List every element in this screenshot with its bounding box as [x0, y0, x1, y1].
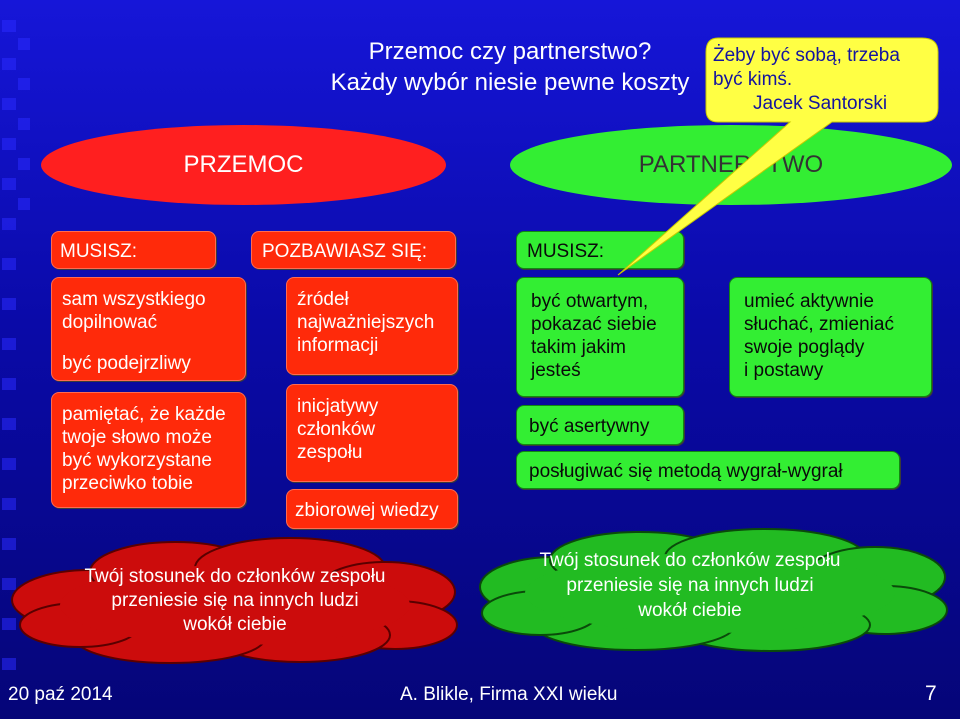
- item-line: słuchać, zmieniać: [744, 314, 894, 335]
- przemoc-label: PRZEMOC: [183, 151, 304, 178]
- item-line: sam wszystkiego: [62, 289, 206, 310]
- item-line: być otwartym,: [531, 291, 649, 312]
- footer-author: A. Blikle, Firma XXI wieku: [400, 684, 618, 705]
- decorative-squares: [2, 20, 30, 670]
- item-line: być asertywny: [529, 416, 650, 437]
- footer-date: 20 paź 2014: [8, 684, 113, 705]
- deprive-item-1: źródeł najważniejszych informacji: [286, 277, 458, 375]
- quote-author: Jacek Santorski: [753, 93, 888, 114]
- item-line: być wykorzystane: [62, 450, 212, 471]
- quote-callout: Żeby być sobą, trzeba być kimś. Jacek Sa…: [713, 44, 938, 116]
- left-must-item-2: być podejrzliwy: [62, 353, 191, 374]
- item-line: twoje słowo może: [62, 427, 212, 448]
- right-item-2: umieć aktywnie słuchać, zmieniać swoje p…: [729, 277, 932, 397]
- green-cloud-shape: [479, 528, 948, 652]
- quote-line-2: być kimś.: [713, 69, 793, 90]
- left-must-item-1: sam wszystkiego dopilnować być podejrzli…: [51, 277, 246, 381]
- item-line: zbiorowej wiedzy: [295, 500, 439, 521]
- footer-page-number: 7: [925, 682, 937, 705]
- cloud-line: przeniesie się na innych ludzi: [111, 590, 359, 611]
- cloud-line: Twój stosunek do członków zespołu: [539, 550, 841, 571]
- deprive-label: POZBAWIASZ SIĘ:: [251, 231, 456, 269]
- title-line-1: Przemoc czy partnerstwo?: [368, 38, 652, 65]
- right-item-4: posługiwać się metodą wygrał-wygrał: [516, 451, 900, 489]
- title-line-2: Każdy wybór niesie pewne koszty: [330, 69, 690, 96]
- item-line: posługiwać się metodą wygrał-wygrał: [529, 461, 843, 482]
- left-must-item-3: pamiętać, że każde twoje słowo może być …: [51, 392, 246, 508]
- item-line: jesteś: [531, 360, 581, 381]
- cloud-line: przeniesie się na innych ludzi: [566, 575, 814, 596]
- green-cloud-text: Twój stosunek do członków zespołu przeni…: [505, 548, 875, 623]
- right-item-3: być asertywny: [516, 405, 684, 445]
- quote-line-1: Żeby być sobą, trzeba: [713, 45, 900, 66]
- deprive-item-2: inicjatywy członków zespołu: [286, 384, 458, 482]
- right-must-label: MUSISZ:: [516, 231, 684, 269]
- slide-title: Przemoc czy partnerstwo? Każdy wybór nie…: [300, 36, 720, 98]
- item-line: najważniejszych: [297, 312, 435, 333]
- red-cloud-text: Twój stosunek do członków zespołu przeni…: [40, 565, 430, 637]
- item-line: swoje poglądy: [744, 337, 865, 358]
- left-must-text: MUSISZ:: [60, 241, 138, 262]
- item-line: takim jakim: [531, 337, 627, 358]
- item-line: członków: [297, 419, 376, 440]
- item-line: inicjatywy: [297, 396, 379, 417]
- item-line: zespołu: [297, 442, 363, 463]
- item-line: i postawy: [744, 360, 824, 381]
- cloud-line: wokół ciebie: [638, 600, 742, 621]
- item-line: informacji: [297, 335, 379, 356]
- item-line: przeciwko tobie: [62, 473, 193, 494]
- partnerstwo-label: PARTNERSTWO: [638, 151, 824, 178]
- red-cloud-shape: [11, 537, 458, 664]
- deprive-text: POZBAWIASZ SIĘ:: [262, 241, 428, 262]
- item-line: umieć aktywnie: [744, 291, 874, 312]
- right-must-text: MUSISZ:: [527, 241, 605, 262]
- item-line: pamiętać, że każde: [62, 404, 226, 425]
- quote-callout-shape: [617, 37, 939, 276]
- item-line: pokazać siebie: [531, 314, 657, 335]
- left-must-label: MUSISZ:: [51, 231, 216, 269]
- right-item-1: być otwartym, pokazać siebie takim jakim…: [516, 277, 684, 397]
- cloud-line: wokół ciebie: [183, 614, 287, 635]
- item-line: dopilnować: [62, 312, 158, 333]
- przemoc-header: PRZEMOC: [41, 125, 446, 205]
- cloud-line: Twój stosunek do członków zespołu: [84, 566, 386, 587]
- deprive-item-3: zbiorowej wiedzy: [286, 489, 458, 529]
- item-line: źródeł: [297, 289, 349, 310]
